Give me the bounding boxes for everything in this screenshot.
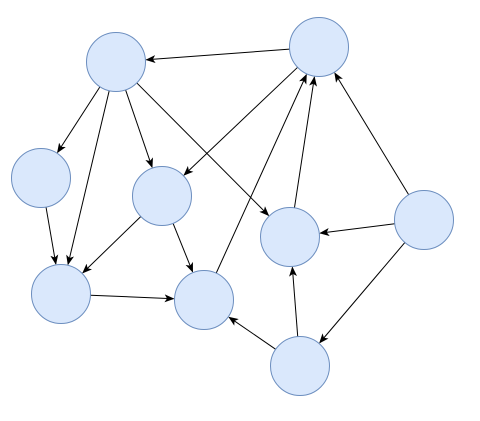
edge-n1-to-n7 bbox=[136, 82, 270, 217]
node-circle[interactable] bbox=[86, 32, 146, 92]
edge-arrow bbox=[172, 223, 194, 273]
node-circle[interactable] bbox=[289, 17, 349, 77]
edge-arrow bbox=[228, 316, 276, 350]
edge-arrow bbox=[319, 242, 406, 344]
edge-n2-to-n1 bbox=[145, 48, 290, 64]
edge-n6-to-n2 bbox=[215, 73, 307, 274]
edge-n5-to-n6 bbox=[90, 294, 175, 303]
node-n7[interactable] bbox=[260, 207, 320, 267]
edge-n3-to-n5 bbox=[45, 206, 59, 265]
edge-n8-to-n7 bbox=[319, 223, 395, 236]
edge-arrow bbox=[57, 86, 101, 154]
node-circle[interactable] bbox=[174, 270, 234, 330]
edge-arrow bbox=[319, 223, 395, 236]
edge-arrow bbox=[293, 76, 317, 208]
edge-n9-to-n7 bbox=[289, 266, 299, 337]
edges-layer bbox=[45, 48, 410, 350]
node-n5[interactable] bbox=[31, 264, 91, 324]
edge-arrow bbox=[66, 90, 110, 266]
edge-n9-to-n6 bbox=[228, 316, 276, 350]
node-n8[interactable] bbox=[394, 190, 454, 250]
node-n1[interactable] bbox=[86, 32, 146, 92]
edge-arrow bbox=[215, 73, 307, 274]
edge-arrow bbox=[334, 72, 410, 196]
node-n3[interactable] bbox=[11, 148, 71, 208]
edge-arrow bbox=[45, 206, 59, 265]
edge-n2-to-n4 bbox=[183, 66, 298, 176]
edge-n1-to-n5 bbox=[66, 90, 110, 266]
node-circle[interactable] bbox=[260, 207, 320, 267]
edge-n4-to-n6 bbox=[172, 223, 194, 273]
edge-n1-to-n4 bbox=[125, 89, 153, 169]
node-n2[interactable] bbox=[289, 17, 349, 77]
edge-arrow bbox=[289, 266, 299, 337]
node-circle[interactable] bbox=[31, 264, 91, 324]
nodes-layer bbox=[11, 17, 454, 396]
node-n6[interactable] bbox=[174, 270, 234, 330]
node-circle[interactable] bbox=[394, 190, 454, 250]
edge-arrow bbox=[90, 294, 175, 303]
edge-arrow bbox=[82, 216, 142, 274]
edge-arrow bbox=[125, 89, 153, 169]
edge-n8-to-n9 bbox=[319, 242, 406, 344]
edge-arrow bbox=[145, 48, 290, 64]
node-circle[interactable] bbox=[132, 166, 192, 226]
node-n9[interactable] bbox=[270, 336, 330, 396]
edge-n4-to-n5 bbox=[82, 216, 142, 274]
edge-n7-to-n2 bbox=[293, 76, 317, 208]
node-circle[interactable] bbox=[11, 148, 71, 208]
node-n4[interactable] bbox=[132, 166, 192, 226]
edge-arrow bbox=[136, 82, 270, 217]
edge-n8-to-n2 bbox=[334, 72, 410, 196]
edge-arrow bbox=[183, 66, 298, 176]
node-circle[interactable] bbox=[270, 336, 330, 396]
edge-n1-to-n3 bbox=[57, 86, 101, 154]
